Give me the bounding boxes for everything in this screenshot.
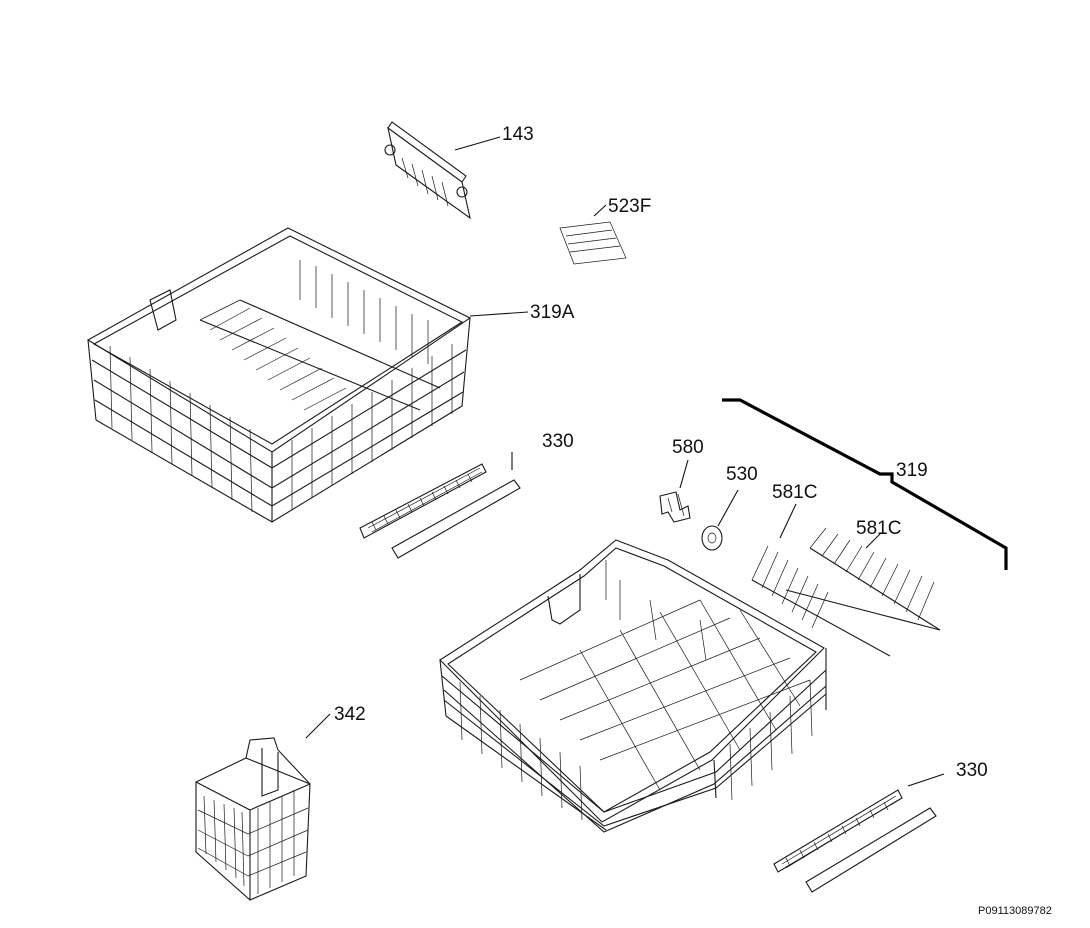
part-580-latch [659, 491, 691, 523]
label-319: 319 [896, 460, 928, 481]
label-530: 530 [726, 464, 758, 485]
leader-523f [593, 204, 607, 217]
label-143: 143 [502, 124, 534, 145]
leader-330-bottom [907, 773, 945, 787]
label-330-bottom: 330 [956, 760, 988, 781]
label-342: 342 [334, 704, 366, 725]
leader-581c-left [779, 503, 797, 539]
part-319a-upper-basket [86, 227, 472, 523]
leader-143 [454, 136, 501, 151]
label-581c-left: 581C [772, 482, 817, 503]
part-530-wheel [701, 525, 723, 551]
drawing-code: P09113089782 [978, 905, 1052, 917]
leader-342 [305, 713, 331, 739]
bracket-319-line [722, 398, 1008, 570]
leader-530 [717, 489, 739, 527]
leader-319a [469, 311, 529, 317]
label-581c-right: 581C [856, 518, 901, 539]
part-581c-right-tines [785, 527, 941, 631]
part-581c-left-tines [751, 545, 891, 657]
leader-581c-right [865, 533, 881, 549]
part-523f-clip [559, 221, 627, 265]
label-330-top: 330 [542, 431, 574, 452]
label-523f: 523F [608, 196, 651, 217]
label-580: 580 [672, 437, 704, 458]
part-143-bracket [384, 121, 471, 220]
leader-580 [679, 459, 689, 489]
part-330-rail-top [359, 463, 521, 559]
part-342-cutlery-basket [195, 737, 311, 901]
part-lower-basket [439, 539, 827, 833]
part-330-rail-bottom [773, 789, 937, 893]
label-319a: 319A [530, 302, 575, 323]
